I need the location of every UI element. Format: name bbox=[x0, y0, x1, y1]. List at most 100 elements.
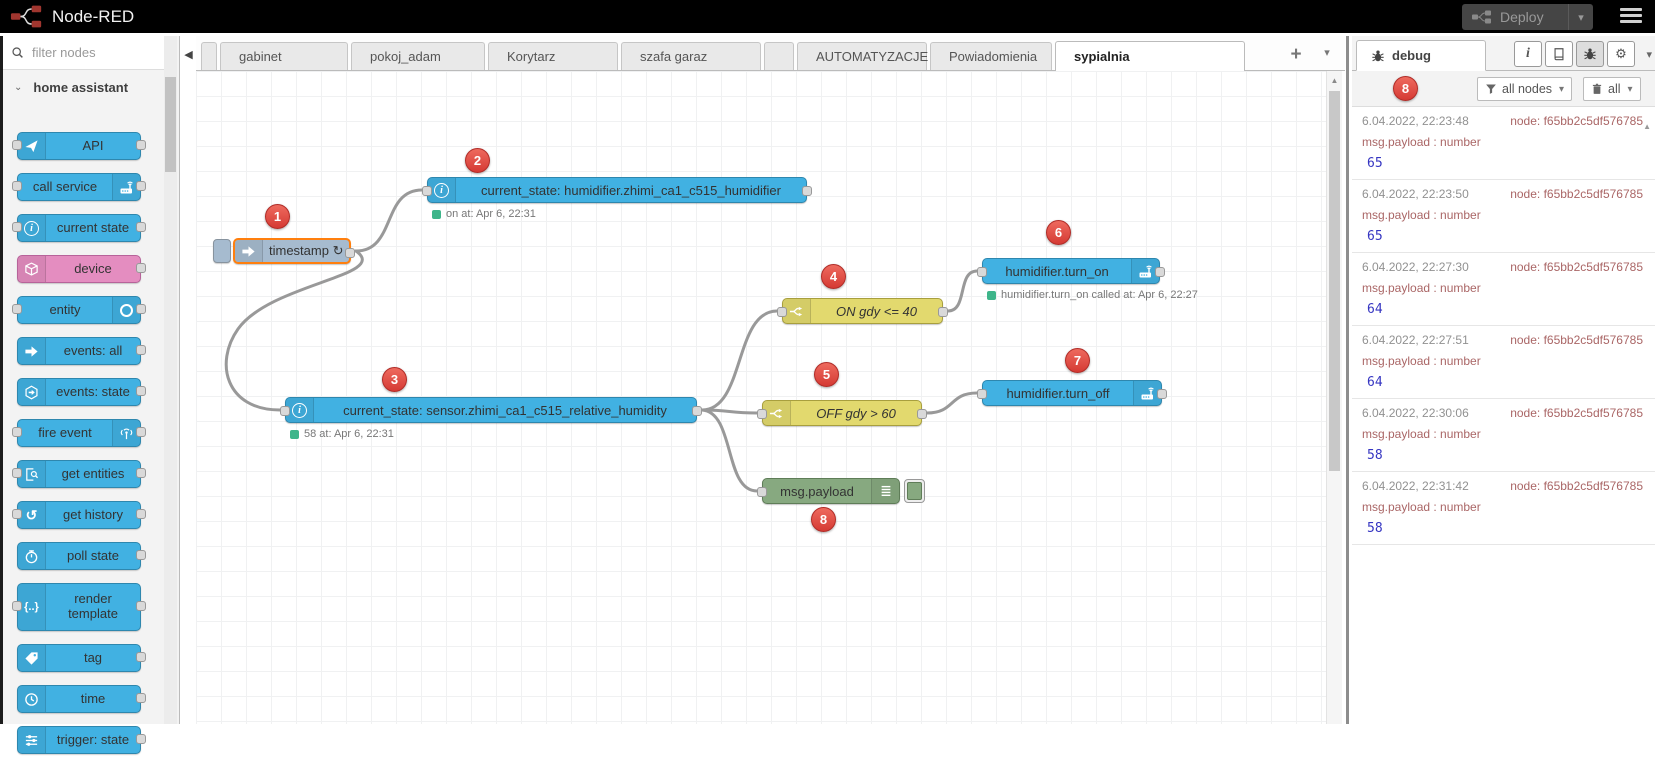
palette-node-poll-state[interactable]: poll state bbox=[17, 542, 146, 570]
flow-list-caret-icon[interactable]: ▾ bbox=[1324, 47, 1330, 59]
output-port[interactable] bbox=[136, 652, 146, 662]
output-port[interactable] bbox=[802, 186, 812, 196]
flow-tab-gabinet[interactable]: gabinet bbox=[220, 42, 348, 70]
debug-message-node-id[interactable]: node: f65bb2c5df576785 bbox=[1510, 479, 1643, 493]
canvas-vertical-scrollbar[interactable]: ▲ bbox=[1326, 71, 1342, 724]
palette-node-get-history[interactable]: ↺get history bbox=[12, 501, 146, 529]
palette-node-time[interactable]: time bbox=[17, 685, 146, 713]
debug-message-value[interactable]: 64 bbox=[1367, 302, 1383, 317]
flow-tab-partial[interactable] bbox=[764, 42, 794, 70]
output-port[interactable] bbox=[136, 693, 146, 703]
debug-message-node-id[interactable]: node: f65bb2c5df576785 bbox=[1510, 114, 1643, 128]
flow-node-switch-off[interactable]: OFF gdy > 60 bbox=[757, 400, 927, 426]
sidebar-splitter[interactable] bbox=[1346, 36, 1349, 724]
deploy-button[interactable]: Deploy ▾ bbox=[1462, 4, 1593, 30]
palette-node-call-service[interactable]: call service bbox=[12, 173, 146, 201]
palette-filter-input[interactable] bbox=[30, 44, 144, 61]
palette-node-tag[interactable]: tag bbox=[17, 644, 146, 672]
output-port[interactable] bbox=[917, 409, 927, 419]
flow-tab-korytarz[interactable]: Korytarz bbox=[488, 42, 618, 70]
wire-1[interactable] bbox=[354, 188, 424, 253]
input-port[interactable] bbox=[977, 267, 987, 277]
output-port[interactable] bbox=[938, 307, 948, 317]
debug-message-node-id[interactable]: node: f65bb2c5df576785 bbox=[1510, 187, 1643, 201]
output-port[interactable] bbox=[136, 222, 146, 232]
input-port[interactable] bbox=[777, 307, 787, 317]
palette-collapse-button[interactable]: ◀ bbox=[184, 48, 193, 61]
flow-node-inject-timestamp[interactable]: timestamp ↻ bbox=[233, 238, 355, 264]
canvas-scrollbar-thumb[interactable] bbox=[1329, 91, 1340, 471]
sidebar-menu-caret-icon[interactable]: ▾ bbox=[1646, 49, 1652, 61]
input-port[interactable] bbox=[12, 222, 22, 232]
input-port[interactable] bbox=[12, 304, 22, 314]
input-port[interactable] bbox=[757, 409, 767, 419]
debug-clear-button[interactable]: all ▾ bbox=[1583, 77, 1641, 101]
sidebar-settings-button[interactable]: ⚙ bbox=[1607, 41, 1635, 67]
flow-node-call-service-turn-off[interactable]: humidifier.turn_off bbox=[977, 380, 1167, 406]
input-port[interactable] bbox=[12, 181, 22, 191]
debug-message-value[interactable]: 58 bbox=[1367, 521, 1383, 536]
output-port[interactable] bbox=[136, 427, 146, 437]
debug-message-node-id[interactable]: node: f65bb2c5df576785 bbox=[1510, 260, 1643, 274]
output-port[interactable] bbox=[136, 263, 146, 273]
output-port[interactable] bbox=[136, 386, 146, 396]
sidebar-help-button[interactable] bbox=[1545, 41, 1573, 67]
input-port[interactable] bbox=[280, 406, 290, 416]
output-port[interactable] bbox=[1157, 389, 1167, 399]
output-port[interactable] bbox=[692, 406, 702, 416]
sidebar-debug-button[interactable] bbox=[1576, 41, 1604, 67]
palette-node-render-template[interactable]: {..}render template bbox=[12, 583, 146, 631]
flow-tab-powiadomienia[interactable]: Powiadomienia bbox=[930, 42, 1052, 70]
output-port[interactable] bbox=[136, 734, 146, 744]
palette-node-events-state[interactable]: events: state bbox=[17, 378, 146, 406]
debug-message-node-id[interactable]: node: f65bb2c5df576785 bbox=[1510, 406, 1643, 420]
output-port[interactable] bbox=[136, 181, 146, 191]
flow-tab-sypialnia[interactable]: sypialnia bbox=[1055, 41, 1245, 71]
input-port[interactable] bbox=[977, 389, 987, 399]
palette-filter[interactable] bbox=[3, 36, 172, 70]
main-menu-icon[interactable] bbox=[1620, 8, 1644, 26]
palette-node-entity[interactable]: entity bbox=[12, 296, 146, 324]
wire-3[interactable] bbox=[700, 309, 779, 412]
tab-debug[interactable]: debug bbox=[1356, 40, 1486, 71]
input-port[interactable] bbox=[12, 427, 22, 437]
wire-5[interactable] bbox=[700, 408, 759, 493]
sidebar-info-button[interactable]: i bbox=[1514, 41, 1542, 67]
scroll-up-icon[interactable]: ▲ bbox=[1330, 76, 1339, 85]
input-port[interactable] bbox=[12, 140, 22, 150]
flow-tab-automatyzacje[interactable]: AUTOMATYZACJE bbox=[797, 42, 928, 70]
wire-7[interactable] bbox=[925, 391, 979, 415]
inject-button[interactable] bbox=[213, 239, 231, 263]
flow-tab-szafa-garaz[interactable]: szafa garaz bbox=[621, 42, 761, 70]
input-port[interactable] bbox=[757, 487, 767, 497]
input-port[interactable] bbox=[12, 468, 22, 478]
output-port[interactable] bbox=[136, 304, 146, 314]
output-port[interactable] bbox=[136, 550, 146, 560]
input-port[interactable] bbox=[12, 601, 22, 611]
debug-enable-toggle[interactable] bbox=[904, 479, 925, 503]
palette-node-device[interactable]: device bbox=[17, 255, 146, 283]
output-port[interactable] bbox=[136, 509, 146, 519]
input-port[interactable] bbox=[12, 509, 22, 519]
output-port[interactable] bbox=[136, 468, 146, 478]
palette-scrollbar[interactable] bbox=[164, 36, 177, 724]
add-flow-button[interactable]: + bbox=[1290, 44, 1302, 65]
output-port[interactable] bbox=[136, 601, 146, 611]
palette-node-api[interactable]: API bbox=[12, 132, 146, 160]
output-port[interactable] bbox=[345, 248, 355, 258]
flow-node-switch-on[interactable]: ON gdy <= 40 bbox=[777, 298, 948, 324]
deploy-options-caret-icon[interactable]: ▾ bbox=[1578, 11, 1584, 24]
output-port[interactable] bbox=[1155, 267, 1165, 277]
palette-node-trigger-state[interactable]: trigger: state bbox=[17, 726, 146, 754]
debug-message-node-id[interactable]: node: f65bb2c5df576785 bbox=[1510, 333, 1643, 347]
